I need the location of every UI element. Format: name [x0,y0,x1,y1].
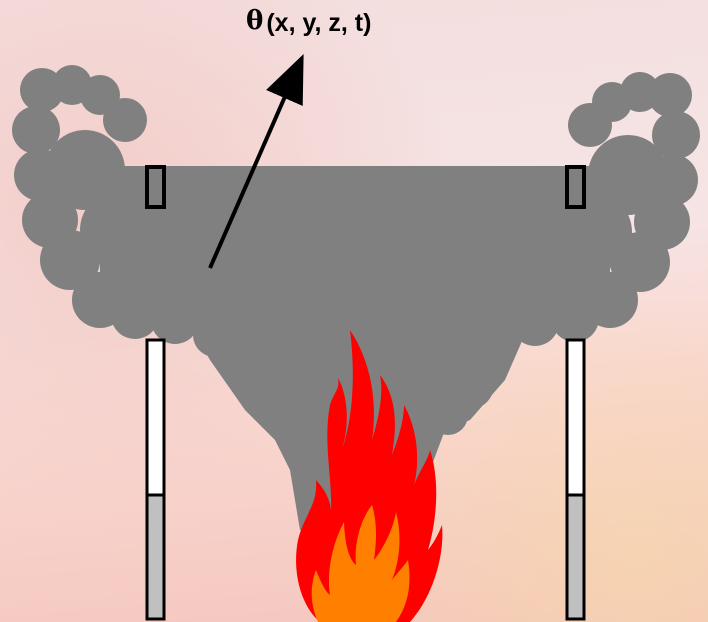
coordinates-label: (x, y, z, t) [266,9,371,37]
left-sensor-bottom [147,495,164,619]
temperature-field-label: θ(x, y, z, t) [246,6,371,36]
right-sensor-bottom [567,495,584,619]
left-post [147,340,164,495]
theta-symbol: θ [246,6,263,36]
right-post [567,340,584,495]
